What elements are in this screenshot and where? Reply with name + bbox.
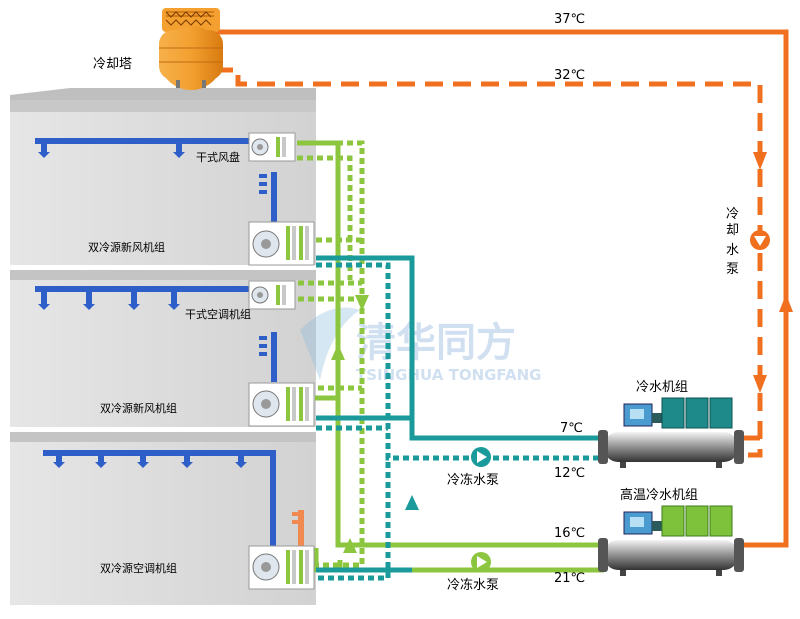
cooling-tower-icon [159,8,223,90]
high-temp-chiller-icon [598,505,744,576]
labels: 冷却塔 干式风盘 双冷源新风机组 干式空调机组 双冷源新风机组 双冷源空调机组 … [88,57,739,593]
chilled-water-pump-2-icon [471,552,491,572]
watermark: 清华同方 TSINGHUA TONGFANG [300,307,541,384]
temp-ht-chiller-supply: 16℃ [554,526,585,541]
chilled-water-pump-1-icon [471,447,491,467]
dual-ac-unit-icon [248,545,315,590]
label-chilled-pump-1: 冷冻水泵 [447,472,499,488]
watermark-cn: 清华同方 [356,320,516,366]
label-dual-ac-unit: 双冷源空调机组 [100,561,177,575]
label-cooling-pump-char-2: 却 [726,223,739,238]
fitting [292,510,304,548]
chiller-icon [598,397,744,468]
label-cooling-tower: 冷却塔 [93,57,132,72]
dual-fresh-air-unit-2-icon [248,382,315,427]
watermark-en: TSINGHUA TONGFANG [356,366,541,384]
label-chilled-pump-2: 冷冻水泵 [447,577,499,593]
label-dry-ac-unit: 干式空调机组 [185,307,251,321]
cooling-water-pump [750,230,770,250]
dual-fresh-air-unit-1-icon [248,221,315,266]
chilled-water-dotted [316,262,604,581]
temperature-labels: 37℃ 32℃ 7℃ 12℃ 16℃ 21℃ [554,12,585,586]
air-ducts [35,138,277,546]
label-chiller: 冷水机组 [636,380,688,395]
label-dry-fan-coil: 干式风盘 [196,150,240,164]
label-high-temp-chiller: 高温冷水机组 [620,487,698,503]
ht-flow-arrows [331,295,369,553]
temp-cooling-supply: 37℃ [554,12,585,27]
chilled-flow-arrows [405,495,419,510]
label-dual-fresh-air-unit-1: 双冷源新风机组 [88,240,165,254]
ht-chilled-water-dotted [297,140,604,573]
dry-fan-coil-icon [248,132,296,162]
dry-ac-unit-icon [248,280,296,310]
temp-ht-chiller-return: 21℃ [554,571,585,586]
label-cooling-pump-char-3: 水 [726,243,739,258]
temp-chiller-return: 12℃ [554,466,585,481]
label-cooling-pump-char-1: 冷 [726,207,739,222]
chilled-water-loop [316,255,604,573]
label-cooling-pump-char-4: 泵 [726,262,739,277]
label-dual-fresh-air-unit-2: 双冷源新风机组 [100,401,177,415]
cooling-flow-arrows [753,152,793,393]
temp-cooling-return: 32℃ [554,68,585,83]
temp-chiller-supply: 7℃ [560,421,583,436]
